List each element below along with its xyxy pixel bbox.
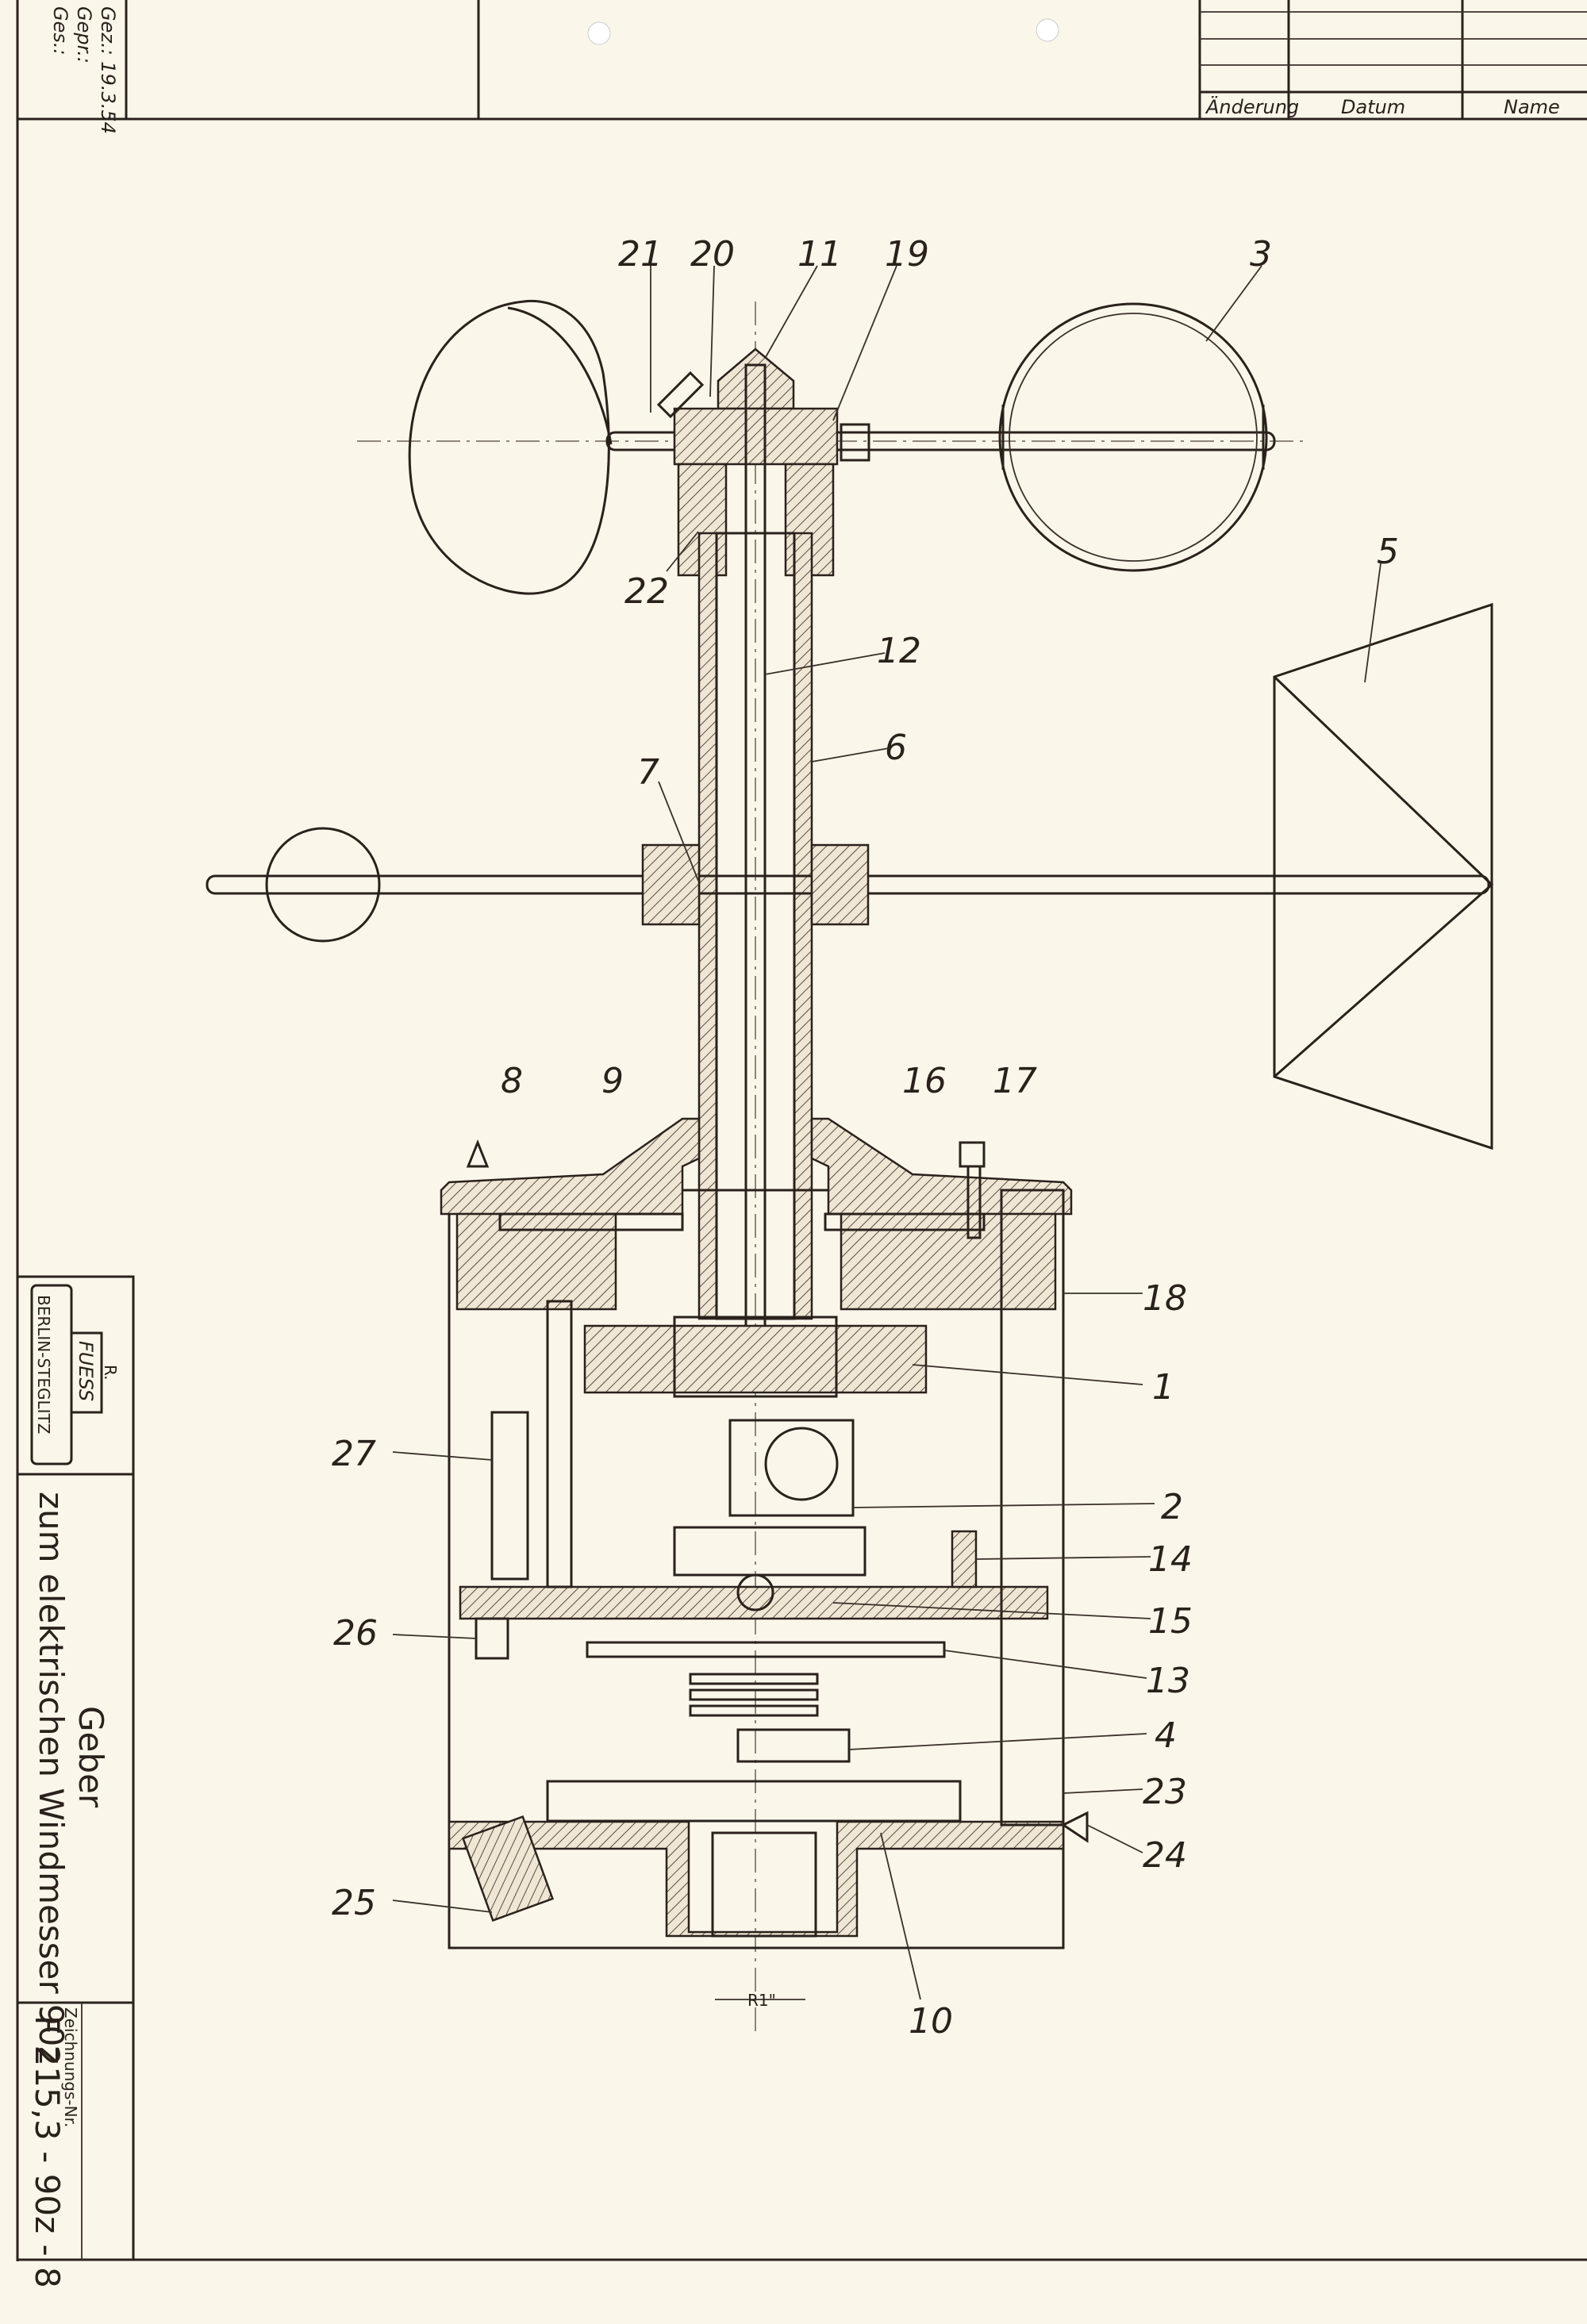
drafting-info: Gez.: 19.3.54 Gepr.: Ges.: — [49, 6, 119, 134]
part-label-5: 5 — [1377, 532, 1399, 572]
part-label-27: 27 — [332, 1434, 376, 1474]
fuess-logo: BERLIN-STEGLITZ FUESS R. — [30, 1284, 120, 1465]
part-label-19: 19 — [885, 234, 929, 275]
title-block: BERLIN-STEGLITZ FUESS R. zum elektrische… — [16, 1275, 135, 2288]
logo-name: FUESS — [75, 1341, 97, 1401]
punch-hole — [587, 21, 611, 45]
part-label-12: 12 — [877, 631, 921, 671]
part-label-22: 22 — [624, 571, 669, 612]
part-label-11: 11 — [797, 234, 842, 275]
punch-hole — [1036, 18, 1059, 42]
part-label-8: 8 — [501, 1061, 523, 1101]
part-label-4: 4 — [1155, 1715, 1177, 1756]
drawn-by-date: Gez.: 19.3.54 — [97, 6, 119, 134]
part-label-1: 1 — [1152, 1367, 1174, 1408]
title-line-2: zum elektrischen Windmesser 90z — [32, 1492, 71, 2064]
part-label-15: 15 — [1148, 1601, 1193, 1642]
part-label-24: 24 — [1143, 1835, 1187, 1876]
part-label-20: 20 — [690, 234, 735, 275]
leader-lines — [392, 265, 1381, 2000]
part-label-17: 17 — [993, 1061, 1037, 1101]
cup-star — [408, 299, 1276, 595]
part-labels: 21 20 11 19 3 5 22 12 6 7 8 9 16 17 18 1… — [332, 234, 1399, 2042]
part-label-21: 21 — [618, 234, 663, 275]
thread-dimension: R1" — [747, 1991, 776, 2010]
part-label-2: 2 — [1161, 1487, 1183, 1527]
part-label-14: 14 — [1148, 1539, 1193, 1580]
checked-by: Gepr.: — [73, 6, 95, 63]
part-label-13: 13 — [1146, 1661, 1190, 1701]
housing — [440, 1117, 1089, 2000]
part-label-25: 25 — [332, 1883, 376, 1923]
approved-by: Ges.: — [49, 6, 71, 56]
drawing-number: F 215,3 - 90z - 8 — [28, 2015, 67, 2288]
part-label-3: 3 — [1250, 234, 1272, 275]
part-label-9: 9 — [601, 1061, 624, 1101]
part-label-26: 26 — [333, 1613, 378, 1654]
revision-col-change: Änderung — [1205, 95, 1299, 118]
title-line-1: Geber — [71, 1706, 110, 1808]
part-label-16: 16 — [902, 1061, 947, 1101]
contact-stack — [689, 1673, 851, 1763]
logo-city: BERLIN-STEGLITZ — [34, 1295, 53, 1434]
part-label-23: 23 — [1143, 1772, 1187, 1812]
part-label-6: 6 — [885, 728, 907, 768]
revision-col-name: Name — [1504, 96, 1560, 118]
part-label-7: 7 — [637, 752, 659, 793]
wind-vane — [206, 602, 1494, 1150]
part-label-10: 10 — [909, 2001, 953, 2042]
part-label-18: 18 — [1143, 1278, 1187, 1319]
drawing-number-label: Zeichnungs-Nr. — [61, 2007, 80, 2127]
revision-col-date: Datum — [1341, 96, 1405, 118]
logo-initial: R. — [101, 1365, 120, 1381]
